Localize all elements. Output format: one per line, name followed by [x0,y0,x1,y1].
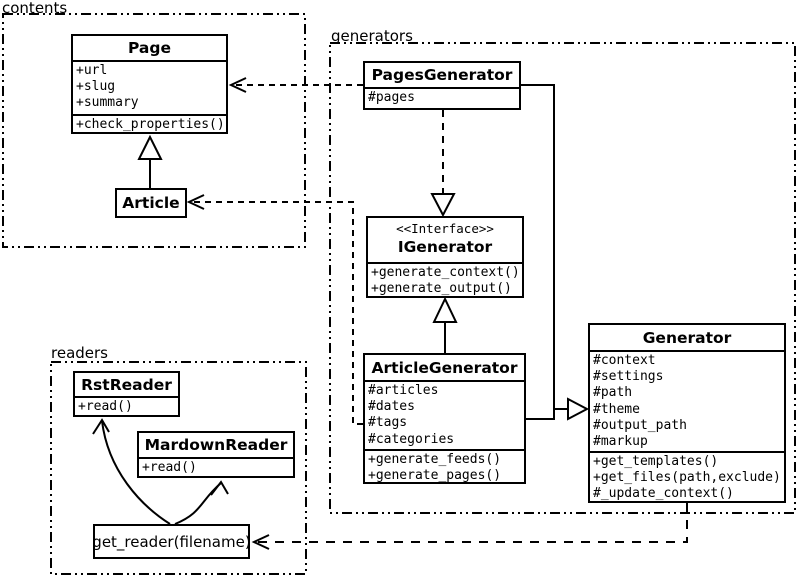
page-class: Page +url +slug +summary +check_properti… [71,34,228,134]
mardownreader-class-title: MardownReader [144,436,288,454]
igenerator-methods: +generate_context() +generate_output() [368,262,522,296]
pagesgenerator-class: PagesGenerator #pages [363,61,521,110]
get-reader-function-box: get_reader(filename) [92,524,251,559]
generator-class-title: Generator [642,328,732,347]
generator-inheritance-triangle-icon [567,397,590,421]
generator-attributes: #context #settings #path #theme #output_… [590,350,784,451]
igenerator-interface-title: IGenerator [397,238,493,256]
articlegenerator-class: ArticleGenerator #articles #dates #tags … [363,353,526,484]
generator-attr-output-path: #output_path [593,417,687,433]
contents-package-label: contents [2,0,68,17]
page-attr-slug: +slug [76,79,116,95]
articlegenerator-method-generate-feeds: +generate_feeds() [368,452,502,467]
generators-package-label: generators [331,27,413,45]
pagesgenerator-generator-generalization-line [520,84,568,410]
articlegenerator-article-dependency-line [190,201,363,425]
generator-method-update-context: #_update_context() [593,486,734,501]
generator-attr-path: #path [593,385,633,401]
page-method-check-properties: +check_properties() [76,117,225,132]
generator-methods: +get_templates() +get_files(path,exclude… [590,451,784,501]
page-attr-summary: +summary [76,95,139,111]
get-reader-function-label: get_reader(filename) [92,532,251,551]
readers-package-border [50,361,307,575]
articlegenerator-generator-generalization-line [526,409,555,420]
rstreader-class-title: RstReader [81,375,172,394]
articlegenerator-methods: +generate_feeds() +generate_pages() [365,449,524,482]
articlegenerator-class-title: ArticleGenerator [371,358,518,377]
pagesgenerator-class-title: PagesGenerator [371,66,513,84]
generator-attr-settings: #settings [593,369,664,385]
generator-method-get-templates: +get_templates() [593,454,719,469]
page-class-title: Page [127,39,171,57]
mardownreader-class: MardownReader +read() [137,431,295,478]
articlegenerator-attr-dates: #dates [368,399,415,415]
igenerator-method-generate-context: +generate_context() [371,265,520,280]
igenerator-interface: <<Interface>> IGenerator +generate_conte… [366,216,524,298]
generator-attr-context: #context [593,353,656,368]
rstreader-class: RstReader +read() [73,371,180,417]
pagesgenerator-igenerator-triangle-icon [430,193,456,218]
generator-method-get-files: +get_files(path,exclude) [593,470,781,486]
page-attributes: +url +slug +summary [73,60,226,114]
rstreader-method-read: +read() [78,399,133,414]
igenerator-method-generate-output: +generate_output() [371,281,512,296]
getreader-rstreader-arrowhead-icon [92,418,110,435]
article-class: Article [115,188,187,218]
getreader-rstreader-call-line [101,420,171,525]
articlegenerator-igenerator-triangle-icon [432,296,458,323]
generator-attr-markup: #markup [593,434,648,450]
articlegenerator-article-arrowhead-icon [186,194,205,210]
page-methods: +check_properties() [73,114,226,132]
getreader-mardownreader-call-line [174,482,222,525]
articlegenerator-attr-categories: #categories [368,431,455,447]
mardownreader-methods: +read() [139,457,293,476]
pagesgenerator-attributes: #pages [365,87,519,108]
page-attr-url: +url [76,63,108,78]
generator-getreader-arrowhead-icon [251,534,270,550]
igenerator-header: <<Interface>> IGenerator [368,218,522,262]
mardownreader-method-read: +read() [142,460,197,475]
contents-package-border [2,13,306,248]
pagesgenerator-attr-pages: #pages [368,90,415,105]
rstreader-methods: +read() [75,396,178,415]
generator-class: Generator #context #settings #path #them… [588,323,786,503]
articlegenerator-attributes: #articles #dates #tags #categories [365,380,524,449]
pagesgenerator-page-arrowhead-icon [228,77,247,93]
article-class-title: Article [122,194,180,212]
articlegenerator-attr-tags: #tags [368,415,408,431]
readers-package-label: readers [51,344,108,362]
generator-attr-theme: #theme [593,401,640,417]
getreader-mardownreader-arrowhead-icon [210,480,229,496]
articlegenerator-attr-articles: #articles [368,383,439,398]
generator-getreader-dependency-line [255,503,688,543]
article-page-inheritance-triangle-icon [137,134,163,160]
igenerator-stereotype: <<Interface>> [396,221,494,236]
articlegenerator-method-generate-pages: +generate_pages() [368,468,502,482]
